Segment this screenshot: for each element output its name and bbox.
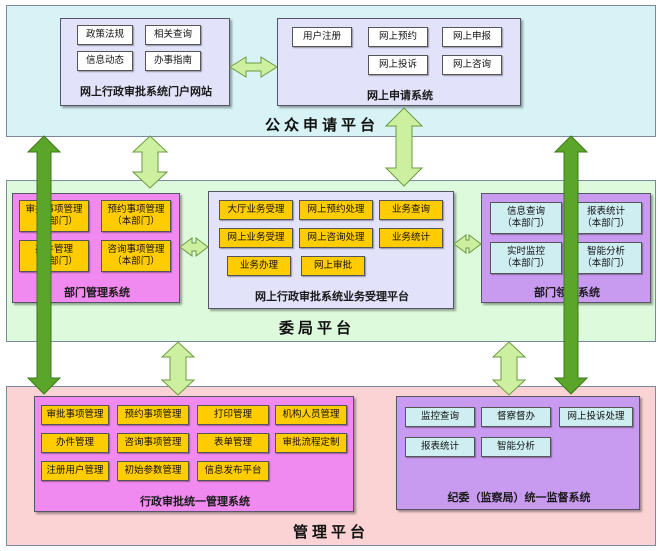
management-platform-label: 管理平台 bbox=[293, 523, 370, 541]
application-item: 网上预约 bbox=[368, 27, 428, 47]
unified-group-label: 行政审批统一管理系统 bbox=[140, 495, 250, 508]
supervision-item: 网上投诉处理 bbox=[559, 407, 633, 427]
double-arrow-icon bbox=[491, 341, 527, 396]
unified-item: 咨询事项管理 bbox=[117, 433, 189, 453]
unified-item: 机构人员管理 bbox=[275, 405, 347, 425]
dept-mgmt-item: 办件管理 （本部门） bbox=[19, 240, 89, 272]
dept-mgmt-group-label: 部门管理系统 bbox=[64, 286, 130, 299]
business-item: 网上预约处理 bbox=[299, 200, 373, 220]
portal-item: 政策法规 bbox=[77, 25, 133, 45]
application-item: 用户注册 bbox=[292, 27, 352, 47]
unified-item: 打印管理 bbox=[197, 405, 269, 425]
supervision-item: 智能分析 bbox=[481, 437, 551, 457]
double-arrow-icon bbox=[453, 234, 482, 254]
application-item: 网上申报 bbox=[442, 27, 502, 47]
online-application-group: 用户注册 网上预约 网上申报 网上投诉 网上咨询 网上申请系统 bbox=[277, 18, 521, 106]
unified-item: 办件管理 bbox=[41, 433, 109, 453]
supervision-group: 监控查询 督察督办 网上投诉处理 报表统计 智能分析 纪委（监察局）统一监督系统 bbox=[396, 396, 640, 510]
unified-item: 表单管理 bbox=[197, 433, 269, 453]
portal-item: 相关查询 bbox=[145, 25, 201, 45]
business-acceptance-group: 大厅业务受理 网上预约处理 业务查询 网上业务受理 网上咨询处理 业务统计 业务… bbox=[208, 191, 454, 309]
business-item: 业务统计 bbox=[379, 228, 443, 248]
supervision-group-label: 纪委（监察局）统一监督系统 bbox=[447, 491, 591, 504]
dept-leader-group: 信息查询 （本部门） 报表统计 （本部门） 实时监控 （本部门） 智能分析 （本… bbox=[481, 193, 651, 303]
portal-group-label: 网上行政审批系统门户网站 bbox=[80, 85, 212, 98]
unified-item: 预约事项管理 bbox=[117, 405, 189, 425]
business-item: 网上咨询处理 bbox=[299, 228, 373, 248]
supervision-item: 监控查询 bbox=[405, 407, 475, 427]
supervision-item: 督察督办 bbox=[481, 407, 551, 427]
unified-item: 信息发布平台 bbox=[197, 461, 269, 481]
unified-item: 注册用户管理 bbox=[41, 461, 109, 481]
dept-mgmt-item: 预约事项管理 （本部门） bbox=[101, 200, 171, 232]
unified-item: 审批事项管理 bbox=[41, 405, 109, 425]
double-arrow-icon bbox=[553, 135, 589, 395]
dept-leader-item: 报表统计 （本部门） bbox=[570, 202, 642, 234]
committee-platform-label: 委局平台 bbox=[279, 319, 356, 337]
portal-item: 办事指南 bbox=[145, 51, 201, 71]
unified-management-group: 审批事项管理 预约事项管理 打印管理 机构人员管理 办件管理 咨询事项管理 表单… bbox=[34, 396, 354, 512]
application-item: 网上咨询 bbox=[442, 55, 502, 75]
supervision-item: 报表统计 bbox=[405, 437, 475, 457]
double-arrow-icon bbox=[26, 135, 62, 395]
business-item: 网上审批 bbox=[301, 256, 365, 276]
dept-leader-item: 实时监控 （本部门） bbox=[490, 242, 562, 274]
double-arrow-icon bbox=[229, 56, 278, 78]
double-arrow-icon bbox=[384, 107, 424, 187]
double-arrow-icon bbox=[160, 341, 196, 396]
business-group-label: 网上行政审批系统业务受理平台 bbox=[255, 290, 409, 303]
unified-item: 初始参数管理 bbox=[117, 461, 189, 481]
business-item: 业务查询 bbox=[379, 200, 443, 220]
double-arrow-icon bbox=[179, 237, 209, 257]
public-platform-label: 公众申请平台 bbox=[265, 116, 380, 134]
double-arrow-icon bbox=[131, 135, 169, 189]
portal-item: 信息动态 bbox=[77, 51, 133, 71]
application-group-label: 网上申请系统 bbox=[367, 89, 433, 102]
dept-mgmt-item: 咨询事项管理 （本部门） bbox=[101, 240, 171, 272]
unified-item: 审批流程定制 bbox=[275, 433, 347, 453]
portal-website-group: 政策法规 相关查询 信息动态 办事指南 网上行政审批系统门户网站 bbox=[60, 18, 230, 106]
application-item: 网上投诉 bbox=[368, 55, 428, 75]
business-item: 网上业务受理 bbox=[219, 228, 293, 248]
business-item: 业务办理 bbox=[227, 256, 291, 276]
dept-leader-item: 信息查询 （本部门） bbox=[490, 202, 562, 234]
business-item: 大厅业务受理 bbox=[219, 200, 293, 220]
dept-mgmt-item: 审批事项管理 （本部门） bbox=[19, 200, 89, 232]
